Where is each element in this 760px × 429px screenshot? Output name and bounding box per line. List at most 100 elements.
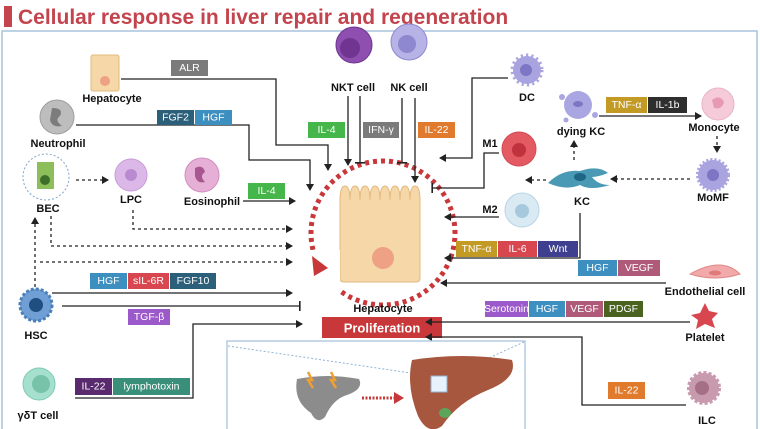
cycle-arrowhead: [312, 256, 328, 276]
neutrophil-label: Neutrophil: [31, 138, 86, 150]
proliferation-badge: [322, 317, 442, 338]
svg-text:TNF-α: TNF-α: [612, 99, 642, 111]
dc-label: DC: [519, 92, 535, 104]
factor-il4-eosinophil: IL-4: [248, 183, 285, 199]
platelet-cell-icon: [691, 303, 718, 329]
alr-arrow: [121, 78, 332, 171]
momf-cell-icon: [696, 158, 730, 192]
factor-il6: IL-6: [498, 241, 537, 257]
factor-tnfa-dying-kc: TNF-α: [606, 97, 647, 113]
svg-text:HGF: HGF: [202, 112, 224, 124]
factor-il22-nk: IL-22: [418, 122, 455, 138]
nkt-cell-icon: [335, 26, 373, 64]
title-bar-marker: [4, 6, 12, 27]
m1-cell-icon: [501, 131, 537, 167]
svg-text:Serotonin: Serotonin: [484, 303, 529, 315]
svg-text:PDGF: PDGF: [609, 303, 638, 315]
factor-pdgf: PDGF: [604, 301, 643, 317]
svg-text:FGF10: FGF10: [177, 275, 210, 287]
svg-text:FGF2: FGF2: [162, 112, 189, 124]
svg-text:HGF: HGF: [97, 275, 119, 287]
svg-text:IL-4: IL-4: [317, 124, 335, 136]
bec-dashed-arrow: [50, 216, 293, 250]
kc-label: KC: [574, 196, 590, 208]
momf-label: MoMF: [697, 192, 729, 204]
factor-tnfa-kc: TNF-α: [456, 241, 497, 257]
nkt-label: NKT cell: [331, 82, 375, 94]
ilc-label: ILC: [698, 415, 716, 427]
hepatocyte-left-label: Hepatocyte: [82, 93, 141, 105]
svg-text:Wnt: Wnt: [549, 243, 568, 255]
svg-text:IL-22: IL-22: [82, 381, 106, 393]
bec-label: BEC: [36, 203, 59, 215]
factor-vegf-platelet: VEGF: [566, 301, 603, 317]
m2-cell-icon: [504, 192, 540, 228]
svg-text:IL-22: IL-22: [425, 124, 449, 136]
dc-arrow: [439, 77, 508, 162]
kc-cell-icon: [548, 168, 610, 188]
eosinophil-label: Eosinophil: [184, 196, 240, 208]
nk-cell-icon: [390, 23, 428, 61]
proliferation-label: Proliferation: [344, 321, 421, 336]
factor-vegf-endothelial: VEGF: [618, 260, 660, 276]
dying-kc-label: dying KC: [557, 126, 605, 138]
m1-inhibit-line: [431, 152, 499, 193]
factor-hgf-hsc: HGF: [90, 273, 127, 289]
factor-il1b: IL-1b: [648, 97, 687, 113]
svg-text:VEGF: VEGF: [570, 303, 599, 315]
factor-fgf2: FGF2: [157, 110, 194, 125]
hepatocyte-cell-icon: [90, 54, 120, 92]
hsc-cell-icon: [18, 287, 54, 323]
m1-label: M1: [482, 138, 497, 150]
monocyte-cell-icon: [701, 87, 735, 121]
diagram-border: [1, 30, 758, 429]
svg-text:sIL-6R: sIL-6R: [133, 275, 164, 287]
dying-kc-cell-icon: [559, 91, 598, 123]
factor-ifng: IFN-γ: [363, 122, 399, 138]
factor-fgf10: FGF10: [170, 273, 216, 289]
regenerated-liver-icon: [410, 356, 513, 429]
factor-serotonin: Serotonin: [484, 301, 529, 317]
gdt-cell-icon: [22, 367, 56, 401]
platelet-label: Platelet: [685, 332, 724, 344]
factor-sil6r: sIL-6R: [128, 273, 169, 289]
neutrophil-cell-icon: [39, 99, 75, 135]
endothelial-cell-icon: [688, 264, 741, 279]
eosinophil-cell-icon: [184, 157, 220, 193]
zoom-region-square: [430, 375, 448, 393]
svg-text:ALR: ALR: [179, 62, 200, 74]
svg-text:IL-22: IL-22: [615, 385, 639, 397]
injury-bolt-icon: [305, 371, 315, 389]
m2-label: M2: [482, 204, 497, 216]
diagram-title: Cellular response in liver repair and re…: [18, 6, 508, 29]
ilc-cell-icon: [687, 371, 721, 405]
factor-il22-ilc: IL-22: [608, 382, 645, 399]
bec-cell-icon: [22, 153, 70, 201]
factor-hgf-endothelial: HGF: [578, 260, 617, 276]
factor-tgfb: TGF-β: [128, 309, 170, 325]
ilc-arrow: [425, 333, 686, 406]
svg-text:TGF-β: TGF-β: [134, 311, 165, 323]
factor-hgf-platelet: HGF: [529, 301, 565, 317]
kc-factors-arrow: [444, 213, 581, 262]
svg-text:lymphotoxin: lymphotoxin: [123, 381, 179, 393]
lpc-cell-icon: [114, 158, 148, 192]
svg-text:IL-4: IL-4: [257, 185, 275, 197]
svg-text:IL-6: IL-6: [508, 243, 526, 255]
dc-cell-icon: [510, 53, 544, 87]
factor-lymphotoxin: lymphotoxin: [113, 378, 190, 395]
central-hepatocyte-label: Hepatocyte: [353, 303, 412, 315]
factor-alr: ALR: [171, 60, 208, 76]
nk-label: NK cell: [390, 82, 427, 94]
monocyte-label: Monocyte: [688, 122, 739, 134]
svg-text:HGF: HGF: [536, 303, 558, 315]
central-hepatocyte: [300, 158, 458, 308]
svg-text:IFN-γ: IFN-γ: [368, 124, 394, 136]
svg-text:TNF-α: TNF-α: [462, 243, 492, 255]
gdt-arrow: [75, 320, 303, 399]
lpc-dashed-arrow: [132, 210, 293, 233]
svg-text:VEGF: VEGF: [625, 262, 654, 274]
liver-inset: [226, 340, 526, 429]
factor-hgf-neutrophil: HGF: [195, 110, 232, 125]
